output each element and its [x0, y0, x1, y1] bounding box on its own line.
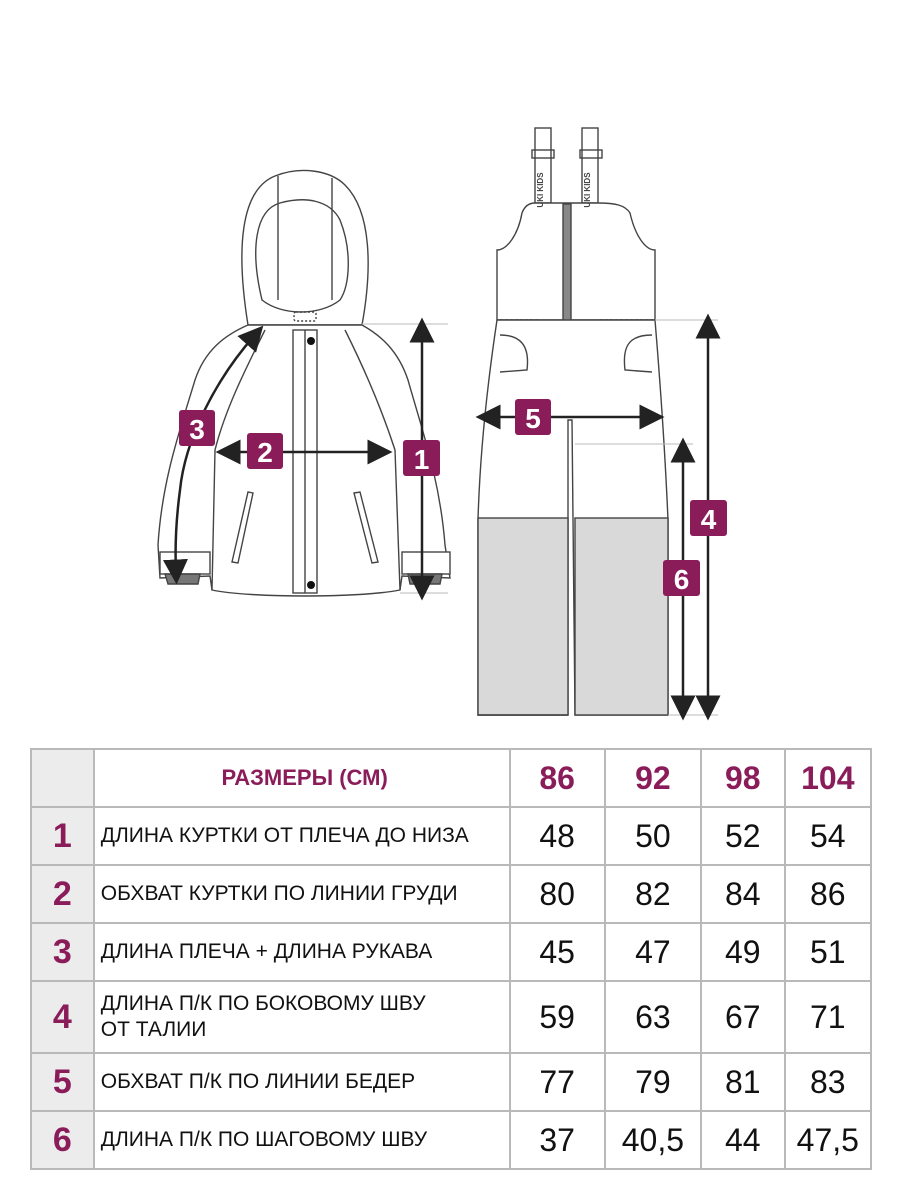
value-cell: 45 [508, 922, 606, 982]
value-cell: 79 [603, 1052, 702, 1112]
value-cell: 71 [783, 980, 873, 1054]
marker-6-badge: 6 [663, 560, 700, 596]
svg-text:2: 2 [257, 437, 273, 468]
table-row: 2 ОБХВАТ КУРТКИ ПО ЛИНИИ ГРУДИ 80 82 84 … [30, 864, 873, 924]
row-label: ДЛИНА П/К ПО ШАГОВОМУ ШВУ [92, 1110, 511, 1170]
row-number: 2 [30, 864, 95, 924]
row-number: 4 [30, 980, 95, 1054]
value-cell: 51 [783, 922, 873, 982]
value-cell: 52 [699, 806, 786, 866]
row-label: ОБХВАТ КУРТКИ ПО ЛИНИИ ГРУДИ [92, 864, 511, 924]
svg-text:1: 1 [414, 444, 430, 475]
row-number: 3 [30, 922, 95, 982]
row-label: ОБХВАТ П/К ПО ЛИНИИ БЕДЕР [92, 1052, 511, 1112]
table-row: 5 ОБХВАТ П/К ПО ЛИНИИ БЕДЕР 77 79 81 83 [30, 1052, 873, 1112]
value-cell: 82 [603, 864, 702, 924]
value-cell: 49 [699, 922, 786, 982]
value-cell: 59 [508, 980, 606, 1054]
svg-text:6: 6 [674, 564, 690, 595]
value-cell: 54 [783, 806, 873, 866]
table-header-row: РАЗМЕРЫ (СМ) 86 92 98 104 [30, 748, 873, 808]
row-label: ДЛИНА КУРТКИ ОТ ПЛЕЧА ДО НИЗА [92, 806, 511, 866]
svg-text:3: 3 [189, 414, 205, 445]
header-label: РАЗМЕРЫ (СМ) [92, 748, 511, 808]
svg-text:UKI KIDS: UKI KIDS [583, 172, 592, 208]
value-cell: 44 [699, 1110, 786, 1170]
table-row: 6 ДЛИНА П/К ПО ШАГОВОМУ ШВУ 37 40,5 44 4… [30, 1110, 873, 1170]
value-cell: 84 [699, 864, 786, 924]
size-header-86: 86 [508, 748, 606, 808]
table-row: 1 ДЛИНА КУРТКИ ОТ ПЛЕЧА ДО НИЗА 48 50 52… [30, 806, 873, 866]
marker-5-badge: 5 [515, 399, 551, 435]
value-cell: 37 [508, 1110, 606, 1170]
svg-text:5: 5 [525, 403, 541, 434]
marker-4-badge: 4 [690, 500, 727, 536]
value-cell: 63 [603, 980, 702, 1054]
table-row: 3 ДЛИНА ПЛЕЧА + ДЛИНА РУКАВА 45 47 49 51 [30, 922, 873, 982]
jacket-drawing [157, 169, 451, 597]
row-label-line-1: ДЛИНА П/К ПО БОКОВОМУ ШВУ [100, 992, 426, 1015]
size-table: РАЗМЕРЫ (СМ) 86 92 98 104 1 ДЛИНА КУРТКИ… [30, 748, 873, 1170]
value-cell: 50 [603, 806, 702, 866]
marker-1-badge: 1 [403, 440, 440, 476]
value-cell: 77 [508, 1052, 606, 1112]
overalls-drawing [477, 127, 669, 716]
value-cell: 47,5 [783, 1110, 873, 1170]
row-number: 6 [30, 1110, 95, 1170]
row-label: ДЛИНА П/К ПО БОКОВОМУ ШВУ ОТ ТАЛИИ [92, 980, 511, 1054]
size-header-92: 92 [603, 748, 702, 808]
row-label-line-2: ОТ ТАЛИИ [100, 1018, 207, 1041]
strap-text: UKI KIDS UKI KIDS [536, 172, 592, 208]
marker-3-badge: 3 [179, 410, 215, 446]
svg-text:4: 4 [701, 504, 717, 535]
row-number: 5 [30, 1052, 95, 1112]
svg-text:UKI KIDS: UKI KIDS [536, 172, 545, 208]
value-cell: 81 [699, 1052, 786, 1112]
marker-2-badge: 2 [247, 433, 283, 469]
value-cell: 40,5 [603, 1110, 702, 1170]
size-header-104: 104 [783, 748, 873, 808]
table-row: 4 ДЛИНА П/К ПО БОКОВОМУ ШВУ ОТ ТАЛИИ 59 … [30, 980, 873, 1054]
corner-cell [30, 748, 95, 808]
value-cell: 80 [508, 864, 606, 924]
row-number: 1 [30, 806, 95, 866]
value-cell: 83 [783, 1052, 873, 1112]
garment-diagram: 1 2 3 UKI KIDS UKI KIDS [157, 127, 727, 721]
value-cell: 47 [603, 922, 702, 982]
value-cell: 86 [783, 864, 873, 924]
jacket-measurements [162, 317, 448, 601]
size-header-98: 98 [699, 748, 786, 808]
row-label: ДЛИНА ПЛЕЧА + ДЛИНА РУКАВА [92, 922, 511, 982]
value-cell: 67 [699, 980, 786, 1054]
value-cell: 48 [508, 806, 606, 866]
